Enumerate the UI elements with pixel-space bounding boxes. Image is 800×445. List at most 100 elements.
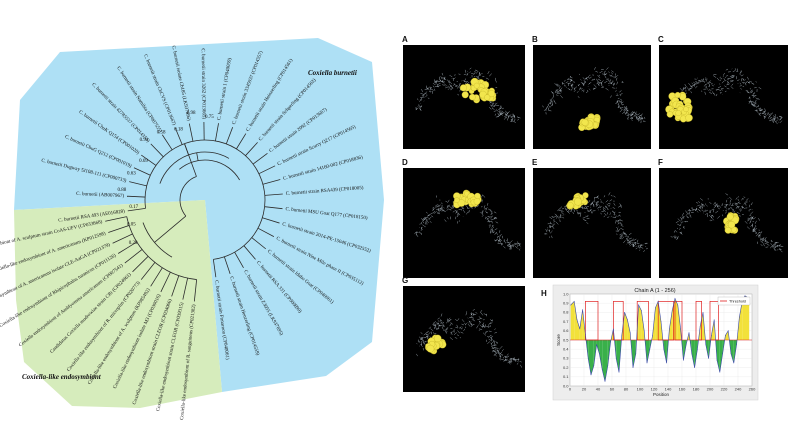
- protein-bond: [744, 79, 746, 81]
- protein-bond: [619, 95, 622, 97]
- protein-bond: [595, 204, 598, 206]
- protein-bond: [755, 99, 757, 102]
- protein-bond: [774, 113, 777, 117]
- protein-bond: [504, 112, 506, 115]
- protein-bond: [757, 98, 760, 100]
- leaf-branch: [129, 181, 147, 187]
- protein-bond: [729, 199, 732, 203]
- protein-bond: [469, 206, 472, 208]
- protein-bond: [625, 108, 628, 112]
- protein-bond: [700, 203, 704, 206]
- protein-bond: [485, 331, 487, 334]
- chart-title: Chain A (1 - 256): [634, 288, 675, 294]
- protein-bond: [711, 208, 715, 211]
- protein-bond: [606, 208, 609, 210]
- protein-structure: [414, 189, 522, 251]
- protein-bond: [725, 68, 729, 71]
- protein-bond: [752, 103, 754, 107]
- protein-bond: [447, 217, 449, 220]
- protein-bond: [779, 248, 781, 250]
- protein-bond: [560, 95, 563, 99]
- area-above-threshold: [655, 301, 659, 340]
- protein-bond: [632, 244, 635, 247]
- protein-bond: [510, 115, 514, 117]
- protein-bond: [443, 207, 445, 209]
- chart-xlabel: Position: [653, 392, 670, 397]
- internal-branch: [184, 143, 197, 177]
- score-point: [730, 353, 732, 355]
- protein-bond: [635, 247, 638, 250]
- protein-bond: [616, 81, 618, 85]
- score-point: [674, 298, 676, 299]
- protein-bond: [725, 209, 728, 212]
- protein-bond: [763, 115, 767, 118]
- protein-structure: [544, 192, 649, 253]
- protein-bond: [635, 111, 637, 113]
- protein-bond: [469, 321, 471, 324]
- protein-bond: [514, 245, 518, 249]
- protein-bond: [493, 105, 496, 107]
- protein-bond: [766, 243, 770, 246]
- protein-bond: [634, 112, 639, 116]
- protein-bond: [698, 209, 701, 212]
- score-point: [702, 312, 704, 313]
- protein-bond: [708, 81, 712, 84]
- protein-bond: [491, 218, 495, 220]
- y-tick-label: 0.0: [563, 383, 569, 388]
- protein-bond: [586, 222, 589, 225]
- protein-bond: [425, 94, 428, 98]
- score-point: [570, 304, 572, 306]
- protein-bond: [703, 209, 707, 213]
- protein-bond: [469, 67, 472, 70]
- protein-bond: [623, 240, 626, 244]
- protein-bond: [747, 219, 750, 222]
- protein-bond: [749, 89, 753, 92]
- protein-bond: [758, 113, 761, 117]
- protein-bond: [499, 353, 503, 355]
- protein-bond: [468, 210, 470, 213]
- protein-bond: [465, 322, 468, 325]
- protein-bond: [466, 82, 470, 84]
- protein-bond: [561, 81, 564, 85]
- endo-clade-arc: [126, 216, 197, 280]
- protein-bond: [420, 96, 423, 100]
- y-tick-label: 0.1: [563, 374, 569, 379]
- protein-bond: [478, 320, 480, 323]
- protein-bond: [562, 217, 565, 219]
- protein-bond: [773, 117, 777, 119]
- protein-bond: [643, 120, 646, 123]
- protein-bond: [473, 72, 476, 76]
- protein-bond: [450, 82, 453, 85]
- protein-bond: [570, 83, 574, 86]
- protein-bond: [735, 197, 738, 200]
- protein-bond: [770, 117, 773, 119]
- protein-bond: [494, 350, 497, 354]
- protein-bond: [612, 207, 616, 209]
- protein-bond: [559, 206, 562, 209]
- protein-bond: [779, 117, 783, 121]
- epitope-atom: [726, 213, 734, 221]
- protein-bond: [614, 75, 618, 79]
- protein-bond: [424, 88, 427, 90]
- score-point: [585, 334, 586, 335]
- protein-bond: [760, 244, 763, 247]
- protein-bond: [730, 86, 734, 89]
- protein-bond: [487, 216, 491, 218]
- area-above-threshold: [658, 301, 661, 340]
- protein-bond: [559, 209, 563, 213]
- protein-bond: [619, 106, 623, 110]
- protein-bond: [763, 115, 766, 120]
- score-point: [652, 335, 653, 336]
- protein-bond: [481, 215, 484, 217]
- protein-bond: [695, 81, 698, 83]
- protein-bond: [475, 312, 478, 314]
- protein-bond: [461, 206, 464, 210]
- epitope-atom: [473, 82, 480, 89]
- protein-bond: [636, 242, 640, 244]
- protein-bond: [573, 89, 576, 93]
- protein-bond: [753, 217, 756, 220]
- protein-bond: [636, 239, 639, 243]
- score-point: [635, 353, 637, 355]
- panel-letter: A: [402, 35, 408, 44]
